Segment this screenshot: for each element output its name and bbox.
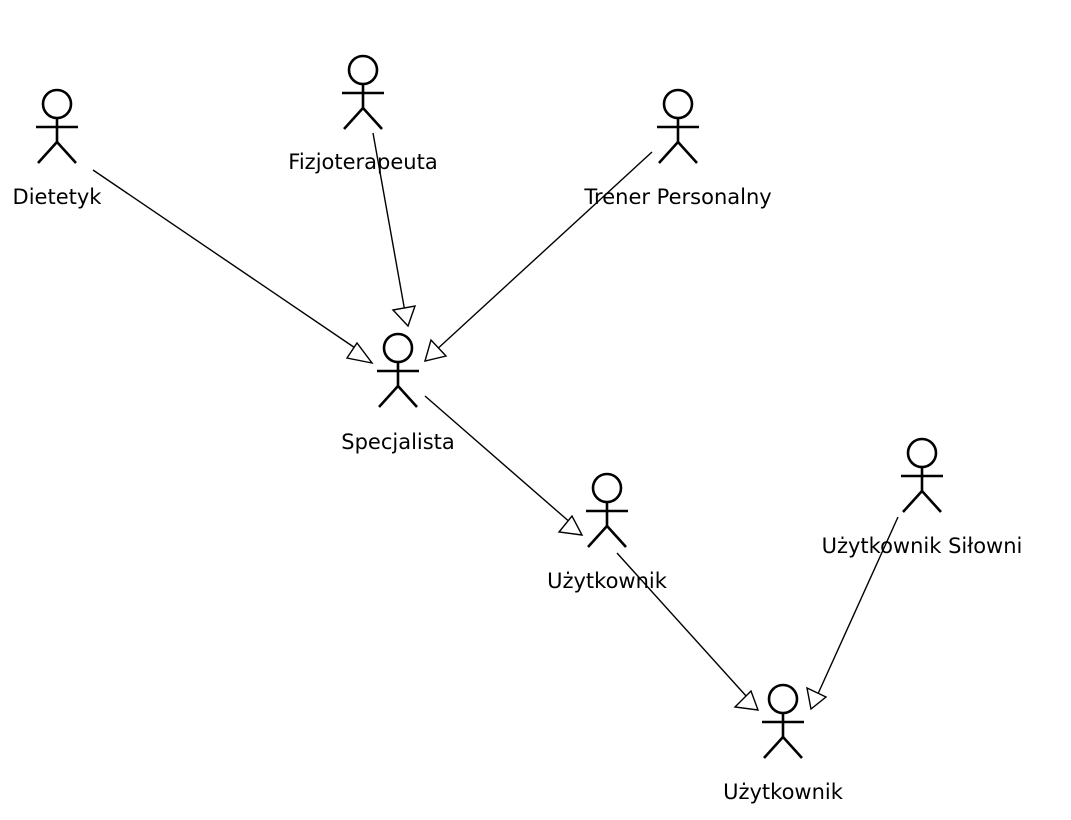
actor-head-icon [767,683,799,715]
generalization-dietetyk-specjalista[interactable] [92,169,374,365]
generalization-uzytkownik-uzytkownik[interactable] [616,552,760,711]
actor-dietetyk[interactable]: Dietetyk [13,88,103,209]
actor-label-uzytkownik-silowni: Użytkownik Siłowni [822,534,1023,558]
actor-head-icon [41,88,73,120]
actor-label-trener-personalny: Trener Personalny [583,185,771,209]
actor-fizjoterapeuta[interactable]: Fizjoterapeuta [288,54,438,174]
actor-head-icon [662,88,694,120]
actor-trener-personalny[interactable]: Trener Personalny [583,88,772,209]
actor-uzytkownik-middle[interactable]: Użytkownik [547,472,668,593]
generalization-silownia-uzytkownik[interactable] [806,516,899,711]
generalization-fizjoterapeuta-specjalista[interactable] [372,132,417,328]
actor-label-uzytkownik-middle: Użytkownik [547,569,668,593]
actor-label-dietetyk: Dietetyk [13,185,103,209]
actor-label-specjalista: Specjalista [341,430,455,454]
actor-head-icon [906,437,938,469]
actor-uzytkownik-bottom[interactable]: Użytkownik [723,683,844,804]
actor-head-icon [347,54,379,86]
generalization-trener-specjalista[interactable] [423,151,653,362]
actor-label-fizjoterapeuta: Fizjoterapeuta [288,150,437,174]
actor-uzytkownik-silowni[interactable]: Użytkownik Siłowni [822,437,1023,558]
actor-head-icon [382,332,414,364]
actor-head-icon [591,472,623,504]
generalization-specjalista-uzytkownik[interactable] [424,395,584,536]
actor-specjalista[interactable]: Specjalista [341,332,455,454]
actor-label-uzytkownik-bottom: Użytkownik [723,780,844,804]
